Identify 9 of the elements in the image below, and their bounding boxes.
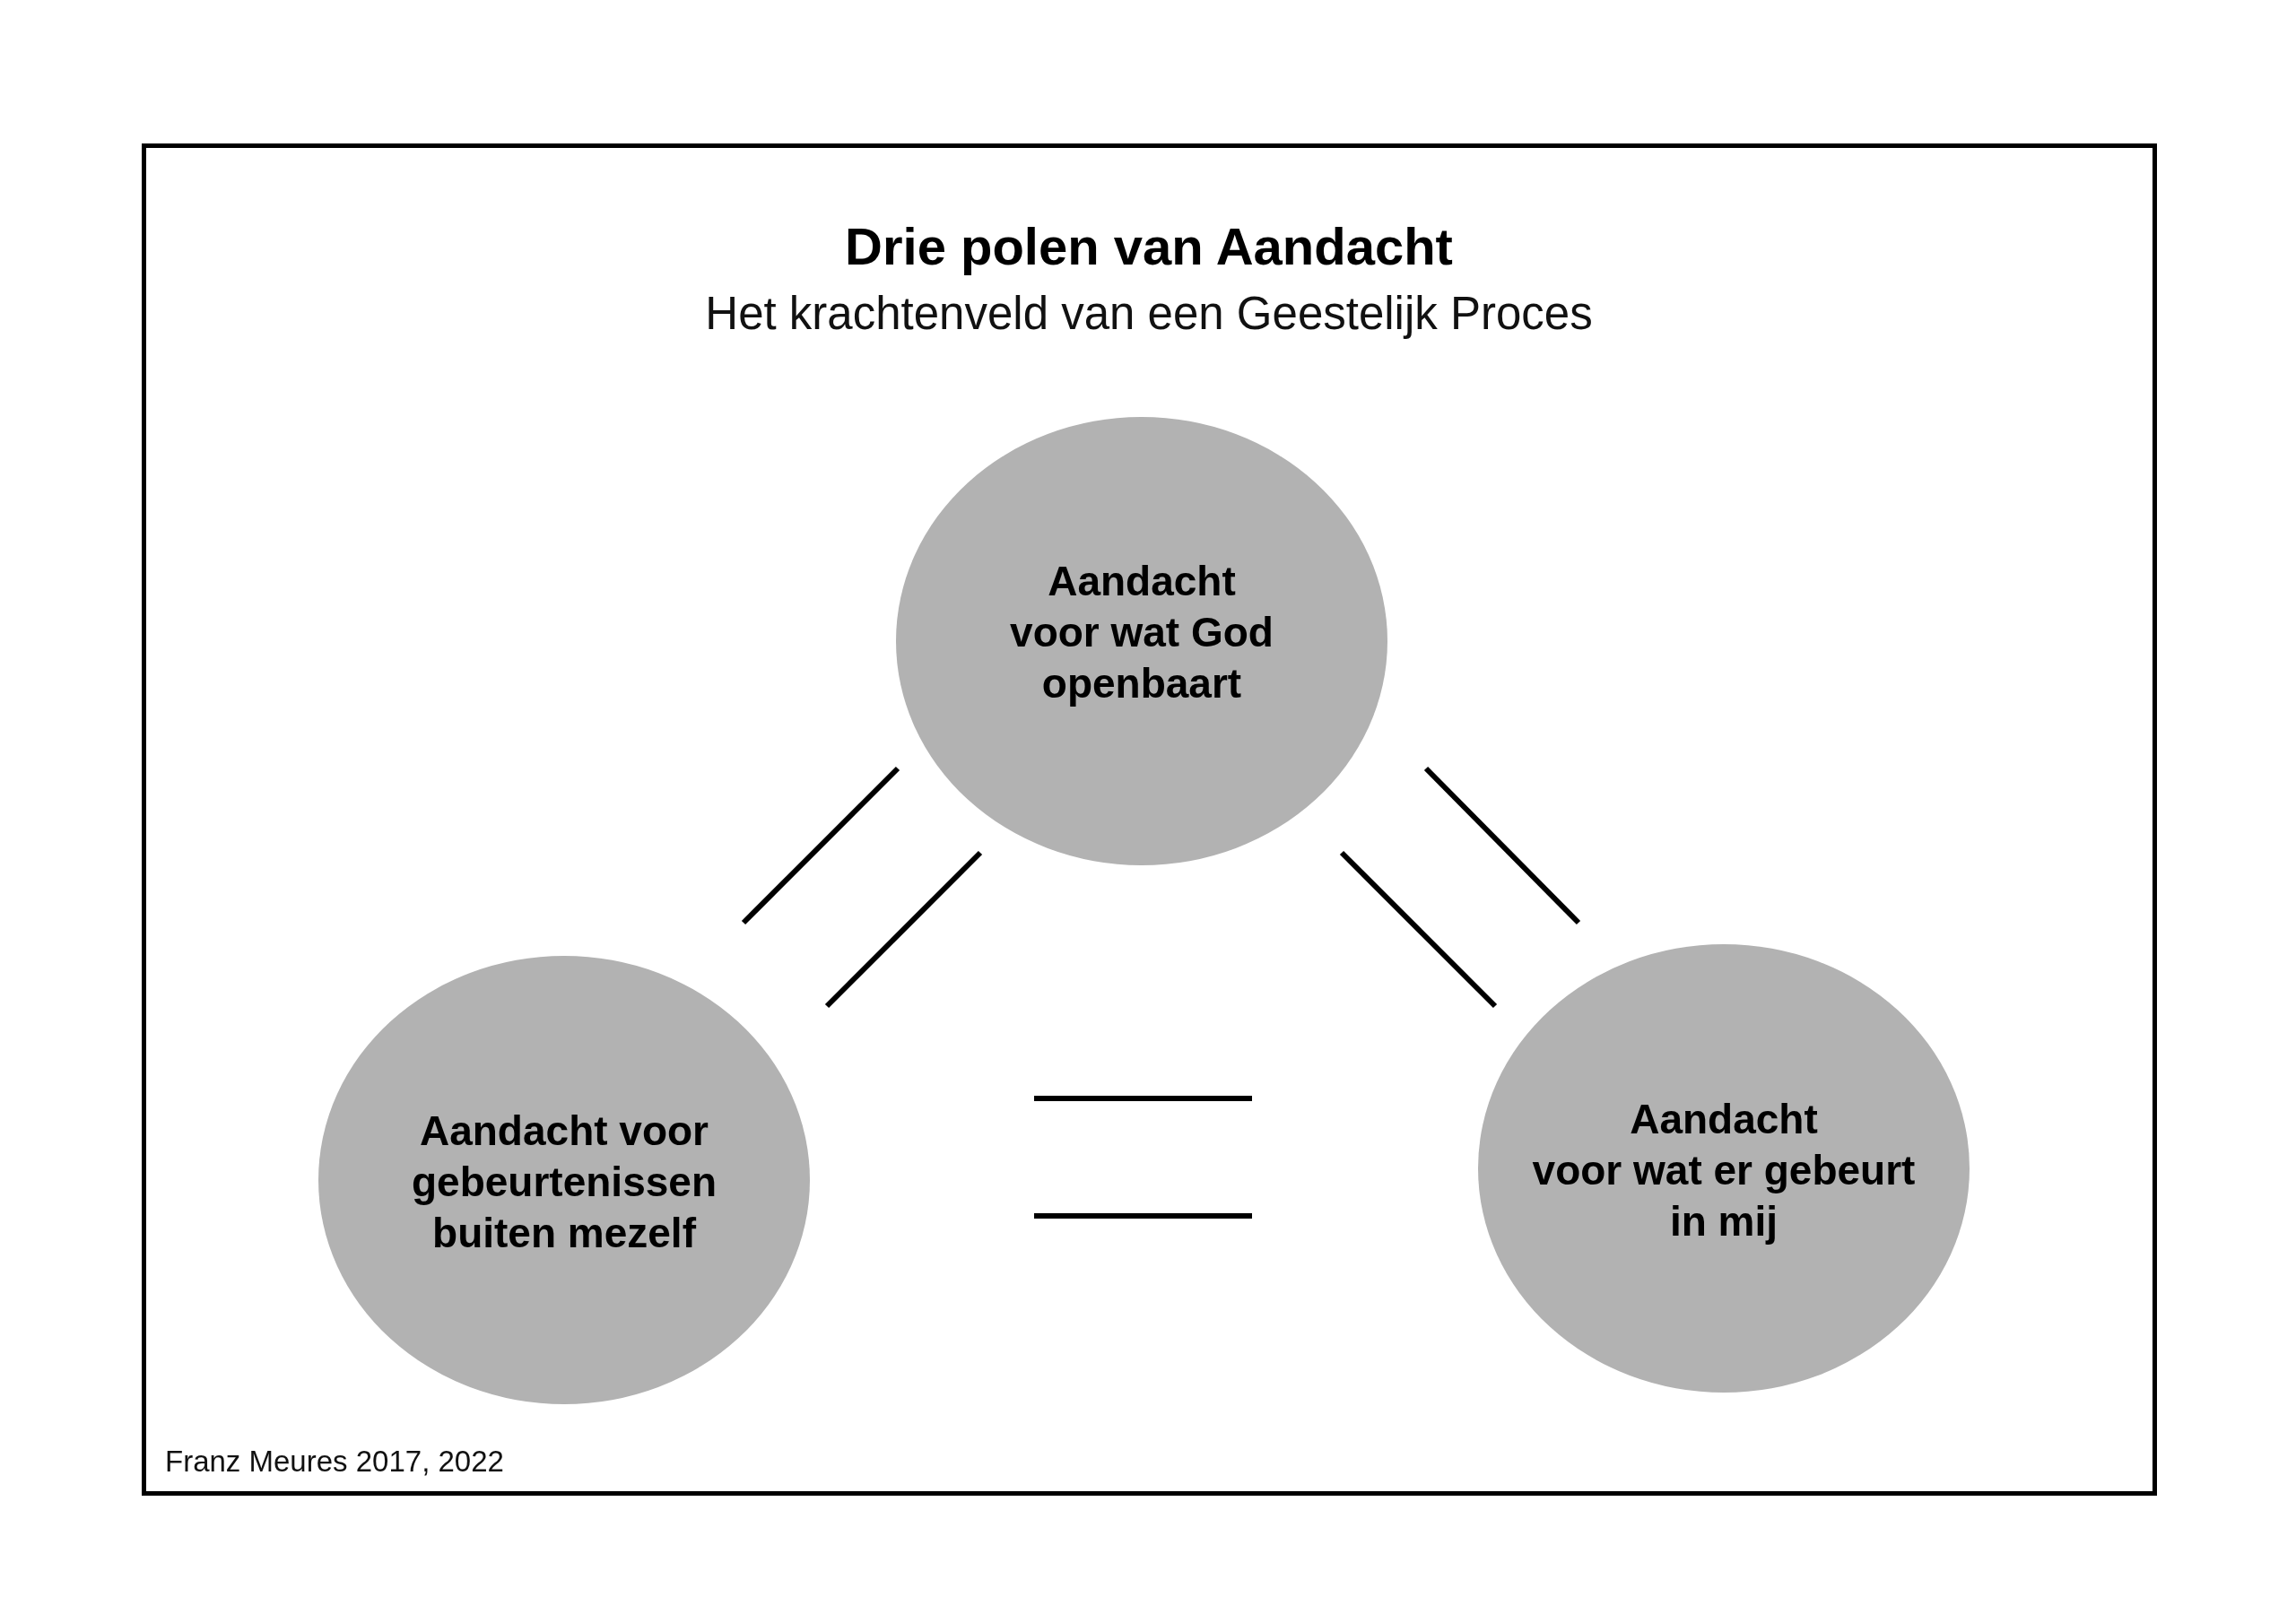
subtitle: Het krachtenveld van een Geestelijk Proces [705,287,1593,341]
node-label: Aandacht voor wat er gebeurt in mij [1532,1094,1916,1246]
ellipse-node [896,417,1387,865]
ellipse-node [318,956,810,1404]
ellipse-node [1478,944,1970,1393]
credit-text: Franz Meures 2017, 2022 [165,1444,504,1480]
node-label: Aandacht voor gebeurtenissen buiten mezelf [412,1106,717,1258]
node-label: Aandacht voor wat God openbaart [1010,556,1274,708]
title: Drie polen van Aandacht [845,216,1453,277]
